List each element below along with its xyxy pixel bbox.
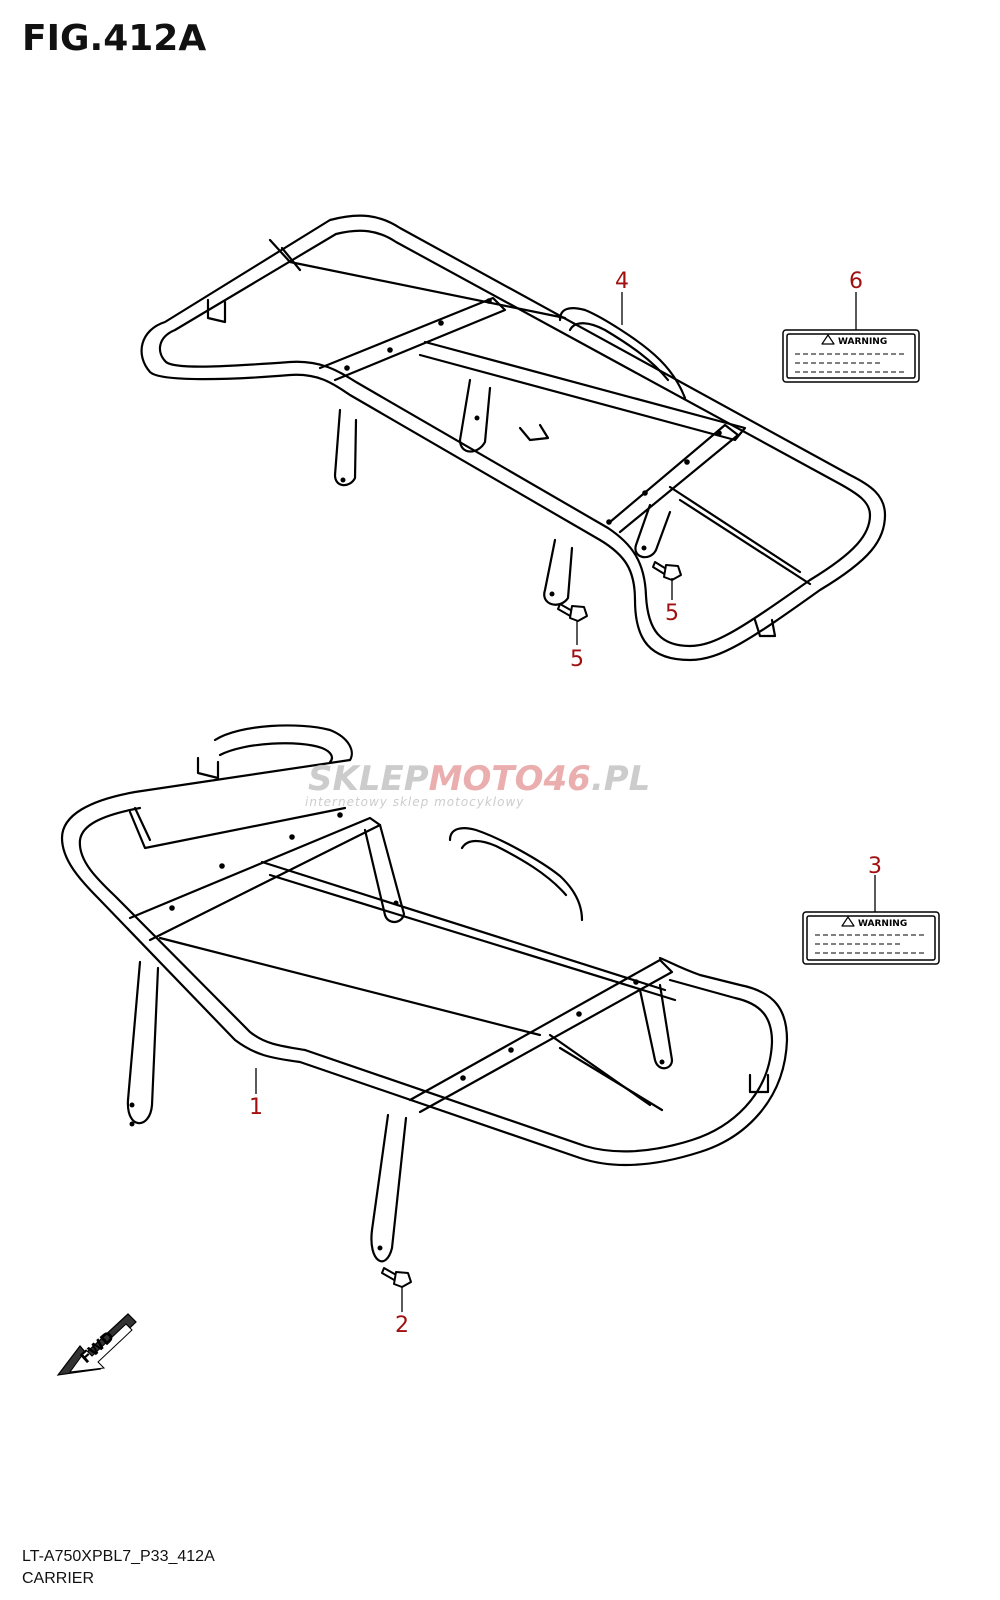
watermark-part1: SKLEP [308, 759, 429, 799]
callout-4[interactable]: 4 [615, 269, 629, 294]
callout-3[interactable]: 3 [868, 854, 882, 879]
watermark-part4: .PL [591, 759, 651, 799]
figure-title: FIG.412A [22, 18, 207, 59]
callout-5-right[interactable]: 5 [665, 601, 679, 626]
watermark-part2: MOTO [429, 759, 544, 799]
bolt-5-left[interactable] [557, 603, 588, 622]
diagram-name: CARRIER [22, 1570, 95, 1587]
watermark-part3: 46 [543, 759, 591, 799]
bolt-2[interactable] [381, 1267, 412, 1288]
warning-label-6-text: WARNING [838, 337, 887, 347]
diagram-code: LT-A750XPBL7_P33_412A [22, 1548, 215, 1565]
front-carrier[interactable] [60, 724, 789, 1263]
callout-2[interactable]: 2 [395, 1313, 409, 1338]
watermark: SKLEPMOTO46.PL internetowy sklep motocyk… [305, 759, 650, 809]
bolt-5-right[interactable] [652, 561, 682, 581]
rear-carrier[interactable] [140, 214, 887, 662]
callout-1[interactable]: 1 [249, 1095, 263, 1120]
callout-5-left[interactable]: 5 [570, 647, 584, 672]
fwd-arrow-icon: FWD [56, 1313, 137, 1376]
svg-text:SKLEPMOTO46.PL: SKLEPMOTO46.PL [308, 759, 650, 799]
callout-6[interactable]: 6 [849, 269, 863, 294]
watermark-subtitle: internetowy sklep motocyklowy [305, 795, 524, 809]
warning-label-3[interactable]: WARNING [802, 911, 940, 965]
warning-label-3-text: WARNING [858, 919, 907, 929]
warning-label-6[interactable]: WARNING [782, 329, 920, 383]
